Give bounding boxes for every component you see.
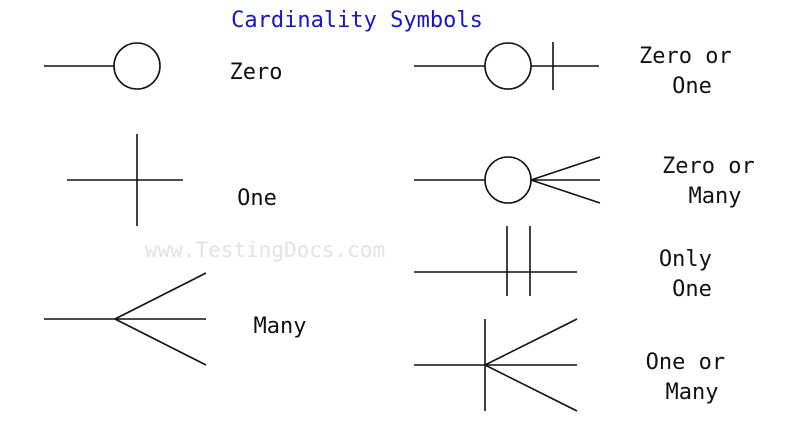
one-or-many-label-line-2: Many (666, 380, 719, 405)
only-one-label-line-1: Only (659, 247, 712, 272)
one-or-many-label-line-1: One or (646, 350, 725, 375)
zero-label-line-1: Zero (230, 60, 283, 85)
symbol-zero-or-one: Zero or One (414, 42, 745, 99)
many-label: Many (254, 314, 307, 339)
zero-or-one-symbol-graphic (414, 42, 599, 90)
symbol-one-or-many: One or Many (414, 318, 739, 412)
zero-or-many-label-line-1: Zero or (662, 154, 755, 179)
one-symbol-graphic (67, 134, 183, 226)
zero-or-many-label-line-2: Many (689, 184, 742, 209)
diagram-title: Cardinality Symbols (231, 8, 483, 33)
one-or-many-symbol-graphic (414, 318, 578, 412)
one-or-many-label: One or Many (646, 350, 739, 405)
symbol-zero: Zero (44, 42, 283, 90)
one-label-line-1: One (237, 186, 277, 211)
one-label: One (237, 186, 277, 211)
symbol-many: Many (44, 272, 307, 366)
symbol-only-one: Only One (414, 226, 725, 302)
zero-symbol-graphic (44, 42, 161, 90)
zero-or-many-label: Zero or Many (662, 154, 768, 209)
watermark-text: www.TestingDocs.com (145, 238, 385, 262)
zero-or-one-label-line-1: Zero or (639, 44, 732, 69)
only-one-label-line-2: One (672, 277, 712, 302)
zero-or-one-label-line-2: One (672, 74, 712, 99)
symbol-zero-or-many: Zero or Many (414, 154, 768, 209)
zero-or-one-label: Zero or One (639, 44, 745, 99)
zero-or-many-symbol-graphic (414, 156, 601, 204)
zero-label: Zero (230, 60, 283, 85)
many-symbol-graphic (44, 272, 207, 366)
only-one-label: Only One (659, 247, 725, 302)
many-label-line-1: Many (254, 314, 307, 339)
only-one-symbol-graphic (414, 226, 577, 296)
symbol-one: One (67, 134, 277, 226)
